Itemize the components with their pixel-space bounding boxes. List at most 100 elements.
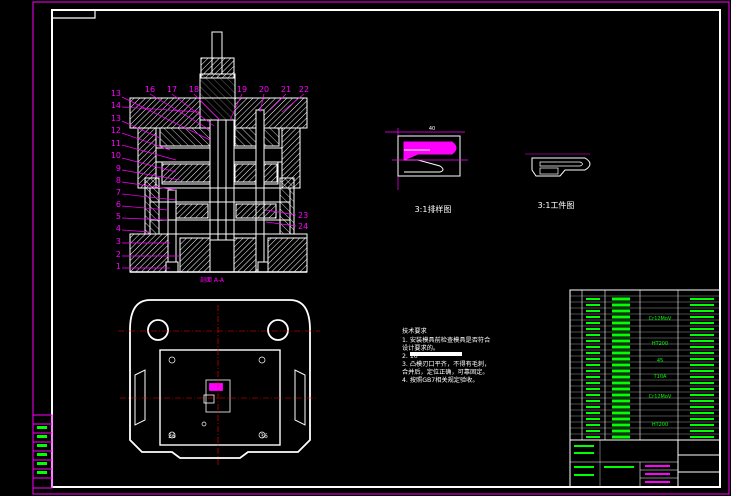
bom-cell-mark xyxy=(586,424,600,426)
bom-note-mark xyxy=(690,370,714,372)
bom-note-mark xyxy=(690,298,714,300)
callout-11: 11 xyxy=(111,139,121,148)
bom-cell-mark xyxy=(586,436,600,438)
bom-name-mark xyxy=(612,429,630,433)
callout-5: 5 xyxy=(116,212,121,221)
bom-name-mark xyxy=(612,351,630,355)
callout-6: 6 xyxy=(116,200,121,209)
callout-14: 14 xyxy=(111,101,121,110)
bom-cell-mark xyxy=(586,406,600,408)
bom-material-1: Cr12MoV xyxy=(649,316,672,322)
bom-cell-mark xyxy=(586,298,600,300)
bom-name-mark xyxy=(612,297,630,301)
bom-name-mark xyxy=(612,333,630,337)
bom-name-mark xyxy=(612,375,630,379)
bom-cell-mark xyxy=(586,352,600,354)
title-block-marks xyxy=(574,445,670,483)
strip-dimension: 40 xyxy=(429,126,435,132)
section-callouts xyxy=(121,93,305,269)
bom-name-mark xyxy=(612,411,630,415)
notes-line-3: 2. 10 xyxy=(402,353,418,360)
bom-note-mark xyxy=(690,400,714,402)
callout-23: 23 xyxy=(298,211,308,220)
bom-cell-mark xyxy=(586,340,600,342)
bom-name-mark xyxy=(612,339,630,343)
bom-material-6: HT200 xyxy=(652,422,668,428)
callout-16: 16 xyxy=(145,85,155,94)
callout-8: 8 xyxy=(116,176,121,185)
bom-cell-mark xyxy=(586,418,600,420)
callout-19: 19 xyxy=(237,85,247,94)
bom-cell-mark xyxy=(586,346,600,348)
bom-cell-mark xyxy=(586,382,600,384)
callout-7: 7 xyxy=(116,188,121,197)
workpiece-caption: 3:1工件图 xyxy=(538,200,575,210)
bom-note-mark xyxy=(690,418,714,420)
callout-4: 4 xyxy=(116,224,121,233)
bom-cell-mark xyxy=(586,322,600,324)
binding-margin-table xyxy=(32,414,53,489)
bom-name-mark xyxy=(612,309,630,313)
drawing-border xyxy=(32,1,730,495)
notes-line-4: 3. 凸模刃口平齐，不得有毛刺， xyxy=(402,360,490,368)
bom-cell-mark xyxy=(586,304,600,306)
bom-name-mark xyxy=(612,345,630,349)
plan-view-centerlines xyxy=(118,305,320,465)
bom-note-mark xyxy=(690,310,714,312)
bom-name-mark xyxy=(612,423,630,427)
bom-note-mark xyxy=(690,328,714,330)
bom-note-mark xyxy=(690,376,714,378)
bom-note-mark xyxy=(690,394,714,396)
bom-name-mark xyxy=(612,321,630,325)
bom-name-mark xyxy=(612,435,630,439)
plan-dim-left: 36 xyxy=(168,433,176,440)
bom-material-2: HT200 xyxy=(652,341,668,347)
bom-table: Cr12MoV HT200 45 T10A Cr12MoV HT200 xyxy=(569,289,721,441)
bom-name-mark xyxy=(612,381,630,385)
bom-note-mark xyxy=(690,358,714,360)
bom-material-5: Cr12MoV xyxy=(649,394,672,400)
bom-name-mark xyxy=(612,303,630,307)
bom-note-mark xyxy=(690,340,714,342)
bom-note-mark xyxy=(690,352,714,354)
section-view xyxy=(129,31,308,273)
bom-note-mark xyxy=(690,412,714,414)
workpiece-view xyxy=(525,153,591,177)
bom-cell-mark xyxy=(586,316,600,318)
bom-name-mark xyxy=(612,417,630,421)
bom-name-mark xyxy=(612,399,630,403)
bom-name-mark xyxy=(612,387,630,391)
callout-17: 17 xyxy=(167,85,177,94)
bom-note-mark xyxy=(690,316,714,318)
bom-note-mark xyxy=(690,406,714,408)
bom-name-mark xyxy=(612,357,630,361)
callout-13b: 13 xyxy=(111,114,121,123)
callout-13a: 13 xyxy=(111,89,121,98)
strip-layout xyxy=(385,128,468,190)
bom-note-mark xyxy=(690,322,714,324)
callout-1: 1 xyxy=(116,262,121,271)
section-callout-labels-top: 16 17 18 19 20 21 22 xyxy=(145,85,309,94)
bom-name-mark xyxy=(612,369,630,373)
callout-22: 22 xyxy=(299,85,309,94)
section-callout-labels-left: 13 14 13 12 11 10 9 8 7 6 5 4 3 2 1 xyxy=(111,89,121,271)
bom-note-mark xyxy=(690,388,714,390)
bom-cell-mark xyxy=(586,376,600,378)
bom-name-mark xyxy=(612,405,630,409)
bom-cell-mark xyxy=(586,310,600,312)
bom-name-mark xyxy=(612,327,630,331)
bom-cell-mark xyxy=(586,328,600,330)
bom-note-mark xyxy=(690,424,714,426)
bom-cell-mark xyxy=(586,358,600,360)
plan-view xyxy=(129,299,311,459)
callout-21: 21 xyxy=(281,85,291,94)
plan-view-small-holes xyxy=(168,356,266,439)
notes-line-5: 合并后，定位正确，可靠固定。 xyxy=(402,368,489,376)
callout-20: 20 xyxy=(259,85,269,94)
technical-notes: 技术要求 1. 安装模具前检查模具是否符合 设计要求的。 2. 10 3. 凸模… xyxy=(402,327,490,384)
bom-name-mark xyxy=(612,363,630,367)
bom-cell-mark xyxy=(586,370,600,372)
bom-note-mark xyxy=(690,334,714,336)
bom-note-mark xyxy=(690,304,714,306)
callout-12: 12 xyxy=(111,126,121,135)
